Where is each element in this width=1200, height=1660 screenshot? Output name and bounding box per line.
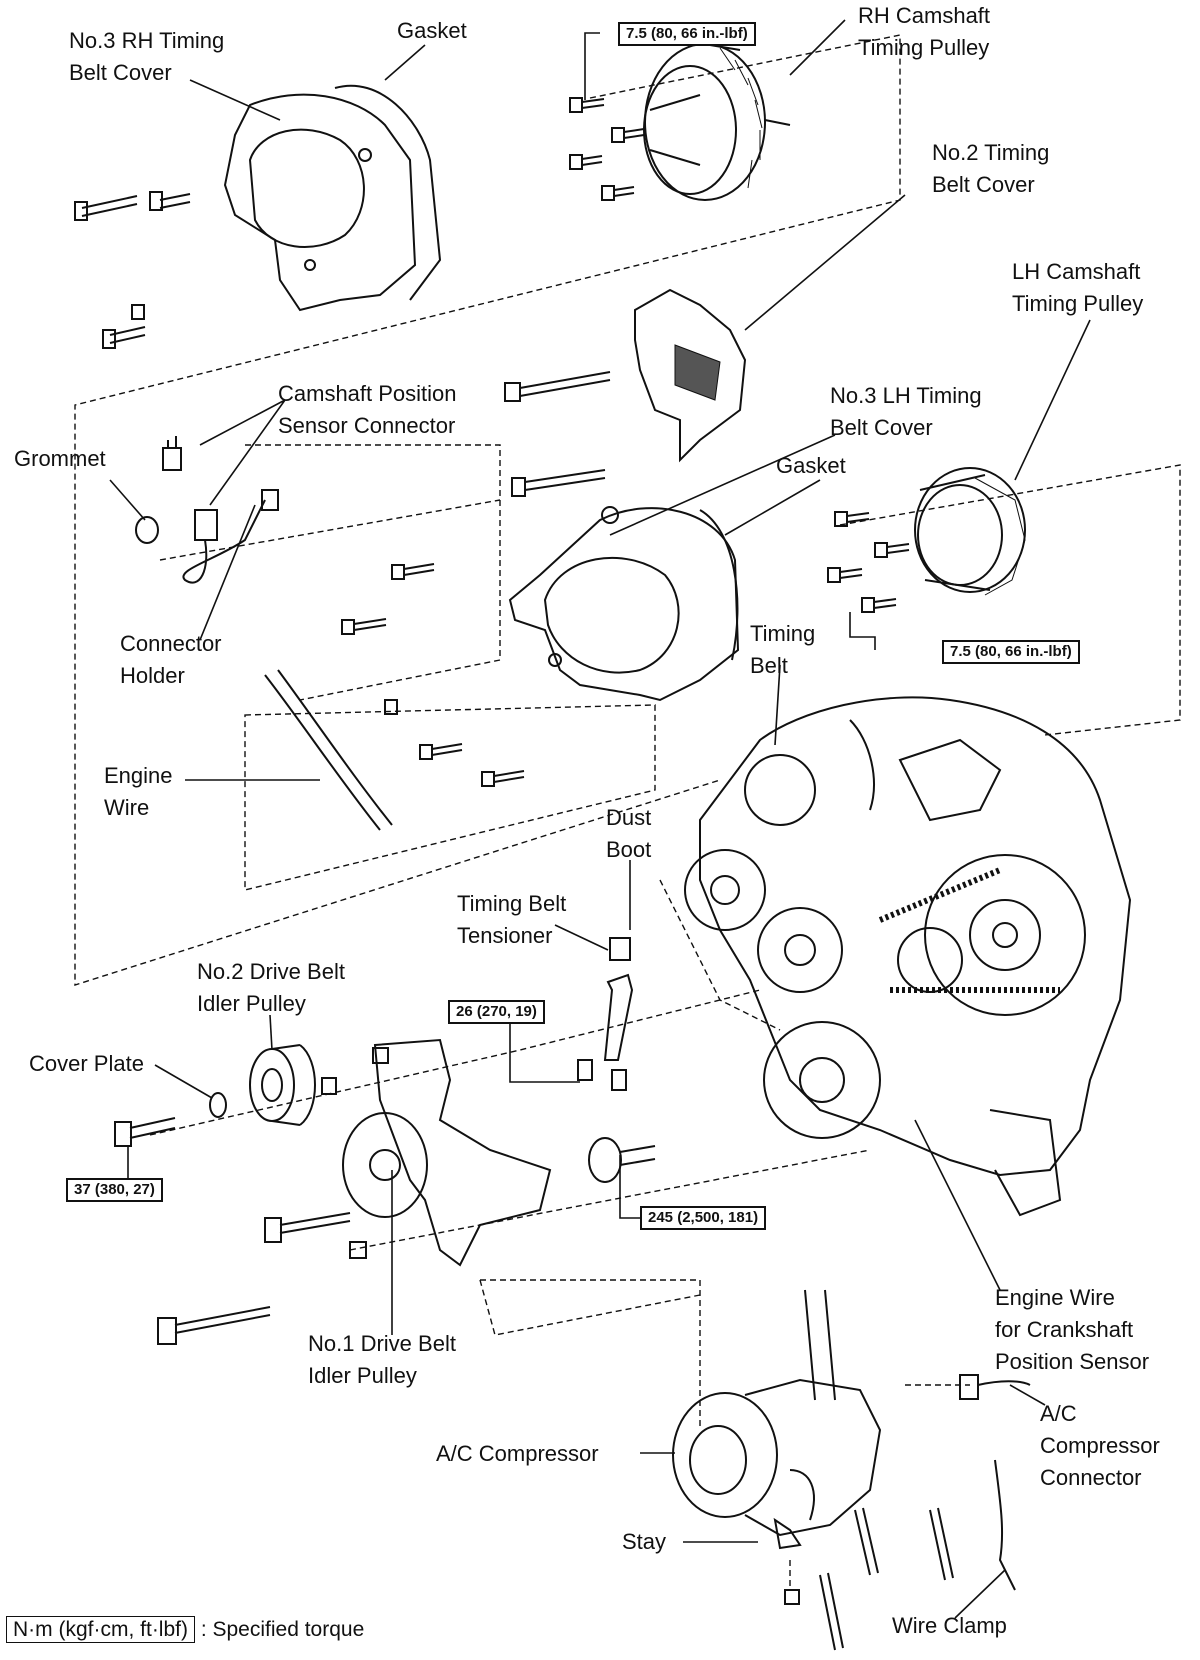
lh-cam-pulley-part [914, 467, 1026, 596]
label-wire-clamp: Wire Clamp [892, 1613, 1007, 1638]
torque-lh-pulley: 7.5 (80, 66 in.-lbf) [942, 640, 1080, 664]
label-timing-belt-2: Belt [750, 653, 788, 678]
no2-cover-bolt [504, 371, 611, 497]
label-ac-conn-1: A/C [1040, 1401, 1077, 1426]
label-crank-wire-1: Engine Wire [995, 1285, 1115, 1310]
label-grommet: Grommet [14, 446, 106, 471]
label-cam-sensor-conn-2: Sensor Connector [278, 413, 456, 438]
label-crank-wire-2: for Crankshaft [995, 1317, 1134, 1342]
torque-rh-pulley: 7.5 (80, 66 in.-lbf) [618, 22, 756, 46]
lh-cover-bolts [341, 563, 525, 787]
crank-bolt-part [588, 1137, 656, 1183]
camshaft-sensor-connector-part [162, 436, 279, 584]
no2-idler-pulley-part [114, 1044, 337, 1147]
label-cam-sensor-conn-1: Camshaft Position [278, 381, 457, 406]
leader-lines [109, 19, 1091, 1619]
tensioner-part [577, 937, 634, 1091]
label-tensioner-2: Tensioner [457, 923, 553, 948]
no1-idler-bracket-part [157, 1038, 552, 1345]
label-ac-conn-3: Connector [1040, 1465, 1142, 1490]
label-no2-cover-1: No.2 Timing [932, 140, 1050, 165]
label-no3-rh-cover-2: Belt Cover [69, 60, 172, 85]
label-connector-holder-1: Connector [120, 631, 222, 656]
label-rh-cam-pulley-2: Timing Pulley [858, 35, 990, 60]
lh-pulley-bolts [827, 511, 910, 613]
label-no1-idler-2: Idler Pulley [308, 1363, 417, 1388]
legend-text: : Specified torque [200, 1618, 365, 1641]
label-crank-wire-3: Position Sensor [995, 1349, 1150, 1374]
label-no2-cover-2: Belt Cover [932, 172, 1035, 197]
alignment-lines [74, 34, 1181, 1590]
label-stay: Stay [622, 1529, 667, 1554]
engine-wire-part [264, 669, 393, 831]
label-connector-holder-2: Holder [120, 663, 185, 688]
label-lh-cam-pulley-2: Timing Pulley [1012, 291, 1144, 316]
label-engine-wire-2: Wire [104, 795, 150, 820]
label-no1-idler-1: No.1 Drive Belt [308, 1331, 456, 1356]
rh-pulley-bolts [569, 97, 645, 201]
label-no3-rh-cover-1: No.3 RH Timing [69, 28, 225, 53]
torque-crank: 245 (2,500, 181) [640, 1206, 767, 1230]
label-dust-boot-1: Dust [606, 805, 652, 830]
label-no2-idler-2: Idler Pulley [197, 991, 306, 1016]
no3-rh-cover-part [223, 84, 442, 312]
label-tensioner-1: Timing Belt [457, 891, 567, 916]
label-gasket-mid: Gasket [776, 453, 846, 478]
label-gasket-top: Gasket [397, 18, 467, 43]
label-engine-wire-1: Engine [104, 763, 173, 788]
ac-compressor-part [672, 1289, 1031, 1651]
no3-lh-cover-part [508, 506, 740, 702]
grommet-part [135, 516, 159, 544]
label-cover-plate: Cover Plate [29, 1051, 144, 1076]
label-lh-cam-pulley-1: LH Camshaft [1012, 259, 1141, 284]
label-no3-lh-cover-1: No.3 LH Timing [830, 383, 982, 408]
label-timing-belt-1: Timing [750, 621, 816, 646]
torque-idler: 37 (380, 27) [66, 1178, 163, 1202]
no2-cover-part [634, 288, 747, 463]
label-dust-boot-2: Boot [606, 837, 652, 862]
legend-unit-box: N·m (kgf·cm, ft·lbf) [6, 1616, 195, 1643]
label-no2-idler-1: No.2 Drive Belt [197, 959, 345, 984]
label-rh-cam-pulley-1: RH Camshaft [858, 3, 991, 28]
cover-plate-part [209, 1092, 227, 1118]
rh-cover-bolts [74, 191, 191, 349]
label-ac-conn-2: Compressor [1040, 1433, 1160, 1458]
label-no3-lh-cover-2: Belt Cover [830, 415, 933, 440]
torque-tensioner: 26 (270, 19) [448, 1000, 545, 1024]
rh-cam-pulley-part [643, 43, 791, 201]
engine-assembly [684, 696, 1132, 1217]
label-ac-compressor: A/C Compressor [436, 1441, 599, 1466]
torque-legend: N·m (kgf·cm, ft·lbf) : Specified torque [6, 1616, 365, 1643]
